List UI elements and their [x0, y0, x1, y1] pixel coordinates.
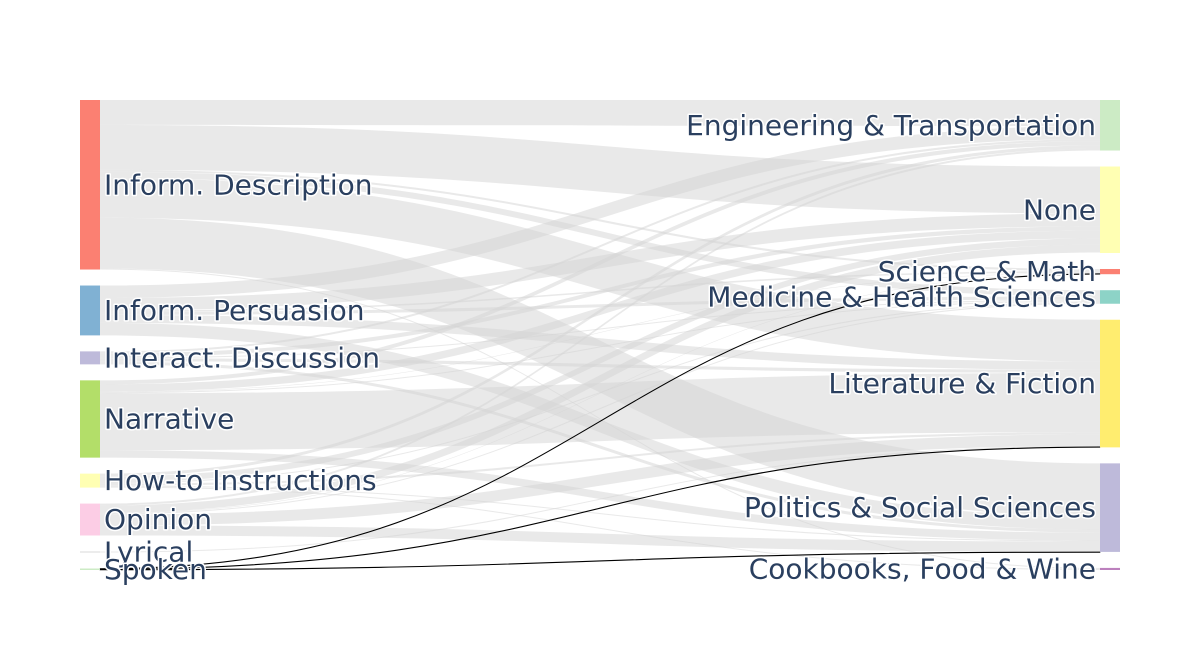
link-opinion-to-literature-fiction[interactable] [100, 434, 1100, 526]
source-label-inform-description: Inform. Description [104, 168, 373, 201]
link-inform-persuasion-to-literature-fiction[interactable] [100, 314, 1100, 370]
target-label-medicine-health-sciences: Medicine & Health Sciences [707, 280, 1096, 313]
target-node-none[interactable] [1100, 166, 1120, 253]
link-interact-discussion-to-engineering-transportation[interactable] [100, 139, 1100, 354]
target-node-literature-fiction[interactable] [1100, 319, 1120, 448]
link-narrative-to-engineering-transportation[interactable] [100, 141, 1100, 385]
link-interact-discussion-to-literature-fiction[interactable] [100, 358, 1100, 373]
target-label-cookbooks-food-wine: Cookbooks, Food & Wine [749, 552, 1096, 585]
source-node-inform-persuasion[interactable] [80, 285, 100, 336]
link-spoken-to-politics-social-sciences[interactable] [99, 551, 1101, 571]
target-node-politics-social-sciences[interactable] [1100, 463, 1120, 552]
source-node-inform-description[interactable] [80, 100, 100, 270]
target-label-engineering-transportation: Engineering & Transportation [686, 109, 1096, 142]
target-node-science-math[interactable] [1100, 268, 1120, 275]
source-node-how-to-instructions[interactable] [80, 473, 100, 488]
target-node-engineering-transportation[interactable] [1100, 100, 1120, 151]
link-opinion-to-medicine-health-sciences[interactable] [100, 302, 1100, 515]
link-how-to-instructions-to-politics-social-sciences[interactable] [100, 485, 1100, 542]
link-how-to-instructions-to-engineering-transportation[interactable] [100, 145, 1100, 477]
link-inform-description-to-engineering-transportation[interactable] [100, 100, 1100, 127]
link-inform-description-to-medicine-health-sciences[interactable] [100, 171, 1100, 297]
link-how-to-instructions-to-medicine-health-sciences[interactable] [100, 301, 1100, 484]
link-how-to-instructions-to-none[interactable] [100, 238, 1100, 483]
link-narrative-to-medicine-health-sciences[interactable] [100, 300, 1100, 394]
target-node-medicine-health-sciences[interactable] [1100, 290, 1120, 304]
link-lyrical-to-literature-fiction[interactable] [100, 445, 1100, 553]
source-node-interact-discussion[interactable] [80, 351, 100, 365]
link-inform-description-to-science-math[interactable] [100, 169, 1100, 272]
source-label-narrative: Narrative [104, 402, 234, 435]
link-opinion-to-engineering-transportation[interactable] [100, 148, 1100, 506]
source-label-lyrical: Lyrical [104, 536, 193, 569]
link-opinion-to-politics-social-sciences[interactable] [100, 525, 1100, 552]
link-inform-description-to-none[interactable] [100, 124, 1100, 214]
links-layer [99, 100, 1101, 571]
target-label-science-math: Science & Math [878, 255, 1096, 288]
source-node-opinion[interactable] [80, 503, 100, 536]
source-node-lyrical[interactable] [80, 551, 100, 553]
target-label-politics-social-sciences: Politics & Social Sciences [744, 491, 1096, 524]
source-label-interact-discussion: Interact. Discussion [104, 341, 380, 374]
source-node-spoken[interactable] [80, 568, 100, 571]
source-label-how-to-instructions: How-to Instructions [104, 464, 377, 497]
link-interact-discussion-to-politics-social-sciences[interactable] [100, 361, 1100, 533]
link-spoken-to-literature-fiction[interactable] [99, 446, 1101, 570]
nodes-layer [80, 100, 1120, 571]
source-label-inform-persuasion: Inform. Persuasion [104, 294, 364, 327]
link-inform-persuasion-to-medicine-health-sciences[interactable] [100, 296, 1100, 315]
link-narrative-to-science-math[interactable] [100, 272, 1100, 393]
target-label-none: None [1023, 193, 1096, 226]
link-opinion-to-none[interactable] [100, 244, 1100, 514]
link-how-to-instructions-to-cookbooks-food-wine[interactable] [100, 486, 1100, 570]
source-node-narrative[interactable] [80, 380, 100, 458]
source-label-spoken: Spoken [104, 553, 207, 586]
link-narrative-to-literature-fiction[interactable] [100, 372, 1100, 451]
link-inform-persuasion-to-engineering-transportation[interactable] [100, 126, 1100, 298]
target-node-cookbooks-food-wine[interactable] [1100, 567, 1120, 570]
link-interact-discussion-to-none[interactable] [100, 226, 1100, 358]
target-label-literature-fiction: Literature & Fiction [828, 367, 1096, 400]
link-inform-description-to-literature-fiction[interactable] [100, 177, 1100, 362]
link-interact-discussion-to-medicine-health-sciences[interactable] [100, 299, 1100, 359]
link-narrative-to-politics-social-sciences[interactable] [100, 450, 1100, 541]
link-how-to-instructions-to-literature-fiction[interactable] [100, 432, 1100, 486]
source-label-opinion: Opinion [104, 503, 212, 536]
link-opinion-to-science-math[interactable] [100, 273, 1100, 514]
